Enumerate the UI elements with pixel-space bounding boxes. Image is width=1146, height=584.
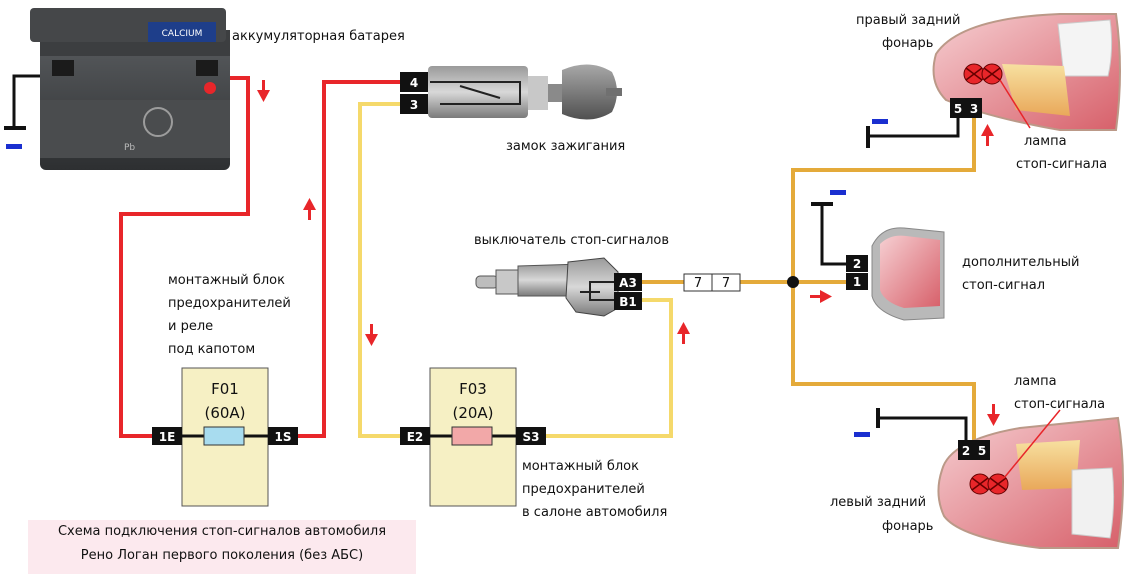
- pin-f01-1e: [152, 427, 182, 445]
- label-left-lamp-1: левый задний: [830, 495, 926, 510]
- wire-junction-to-left: [791, 282, 976, 440]
- label-fuse-hood-4: под капотом: [168, 342, 255, 357]
- pin-left-lamp-2: [958, 440, 974, 460]
- label-brake-switch: выключатель стоп-сигналов: [474, 233, 669, 248]
- pin-f03-s3-label: S3: [523, 430, 540, 444]
- pin-right-lamp-5: [950, 98, 966, 118]
- label-right-lamp-2: фонарь: [882, 36, 933, 51]
- label-battery: аккумуляторная батарея: [232, 29, 405, 44]
- label-right-lamp-1: правый задний: [856, 13, 961, 28]
- ground-right-lamp: [868, 100, 960, 138]
- battery-brand: CALCIUM: [162, 29, 203, 39]
- caption-line-1: Схема подключения стоп-сигналов автомоби…: [57, 524, 387, 539]
- pin-right-lamp-5-label: 5: [954, 102, 962, 116]
- wire-battery-to-f01: [119, 76, 250, 438]
- connector-7a-label: 7: [694, 276, 702, 291]
- label-fuse-hood-1: монтажный блок: [168, 273, 285, 288]
- connector-7b-label: 7: [722, 276, 730, 291]
- caption-line-2: Рено Логан первого поколения (без АБС): [80, 548, 364, 563]
- pin-left-lamp-5: [974, 440, 990, 460]
- fuse-f01-rating: (60A): [204, 404, 245, 422]
- right-bulb-pointer: [999, 79, 1031, 129]
- pin-f01-1s-label: 1S: [275, 430, 292, 444]
- ground-left-lamp: [878, 416, 968, 440]
- pin-extra-lamp-1-label: 1: [853, 275, 861, 289]
- wire-junction-trunk: [791, 118, 976, 282]
- pin-extra-lamp-1: [846, 273, 868, 290]
- battery: CALCIUM Pb: [30, 8, 230, 170]
- label-right-bulb-1: лампа: [1024, 134, 1067, 149]
- wire-f03-to-switch: [544, 298, 673, 438]
- pin-ignition-3-label: 3: [410, 98, 418, 112]
- pin-switch-a3-label: A3: [619, 276, 637, 290]
- pin-f01-1s: [268, 427, 298, 445]
- label-fuse-hood-3: и реле: [168, 319, 213, 334]
- pin-f03-e2-label: E2: [407, 430, 424, 444]
- pin-ignition-4: [400, 72, 428, 92]
- label-left-bulb-1: лампа: [1014, 374, 1057, 389]
- fuse-f01-element: [203, 426, 245, 446]
- ground-extra-lamp: [820, 204, 848, 266]
- left-bulb-pointer: [1003, 409, 1061, 479]
- pin-ignition-4-label: 4: [410, 76, 418, 90]
- pin-extra-lamp-2-label: 2: [853, 257, 861, 271]
- pin-switch-b1: [614, 292, 642, 310]
- label-left-lamp-2: фонарь: [882, 519, 933, 534]
- pin-extra-lamp-2: [846, 255, 868, 272]
- label-fuse-hood-2: предохранителей: [168, 296, 291, 311]
- brake-switch: [475, 257, 619, 317]
- pin-ignition-3: [400, 94, 428, 114]
- pin-f03-s3: [516, 427, 546, 445]
- label-fuse-cabin-1: монтажный блок: [522, 459, 639, 474]
- pin-switch-a3: [614, 273, 642, 291]
- label-right-bulb-2: стоп-сигнала: [1016, 157, 1107, 172]
- fuse-f03-element: [451, 426, 493, 446]
- label-left-bulb-2: стоп-сигнала: [1014, 397, 1105, 412]
- minus-battery: [6, 144, 22, 149]
- caption-box: Схема подключения стоп-сигналов автомоби…: [28, 520, 416, 574]
- minus-extra-lamp: [830, 190, 846, 195]
- wire-ignition-to-f03: [358, 102, 402, 438]
- arrow-up-f03: [677, 322, 690, 344]
- ignition-switch: [428, 64, 622, 120]
- minus-left-lamp: [854, 432, 870, 437]
- fuse-f01-name: F01: [211, 380, 239, 398]
- arrow-right-extra: [810, 290, 832, 303]
- label-fuse-cabin-3: в салоне автомобиля: [522, 505, 667, 520]
- label-fuse-cabin-2: предохранителей: [522, 482, 645, 497]
- label-ignition: замок зажигания: [506, 139, 625, 154]
- fuse-f03-rating: (20A): [452, 404, 493, 422]
- label-extra-lamp-2: стоп-сигнал: [962, 278, 1045, 293]
- label-extra-lamp-1: дополнительный: [962, 255, 1079, 270]
- pin-left-lamp-5-label: 5: [978, 444, 986, 458]
- arrow-down-battery: [257, 80, 270, 102]
- arrow-up-right-lamp: [981, 124, 994, 146]
- pin-right-lamp-3: [966, 98, 982, 118]
- arrow-down-yellow: [365, 324, 378, 346]
- battery-pb: Pb: [124, 143, 135, 153]
- pin-f01-1e-label: 1E: [159, 430, 176, 444]
- pin-right-lamp-3-label: 3: [970, 102, 978, 116]
- arrow-down-left-lamp: [987, 404, 1000, 426]
- pin-switch-b1-label: B1: [619, 295, 637, 309]
- pin-f03-e2: [400, 427, 430, 445]
- extra-stop-lamp: [871, 227, 945, 321]
- fuse-f03-name: F03: [459, 380, 487, 398]
- pin-left-lamp-2-label: 2: [962, 444, 970, 458]
- minus-right-lamp: [872, 119, 888, 124]
- wire-f01-to-ignition: [296, 80, 400, 438]
- junction-node: [787, 276, 799, 288]
- arrow-up-f01: [303, 198, 316, 220]
